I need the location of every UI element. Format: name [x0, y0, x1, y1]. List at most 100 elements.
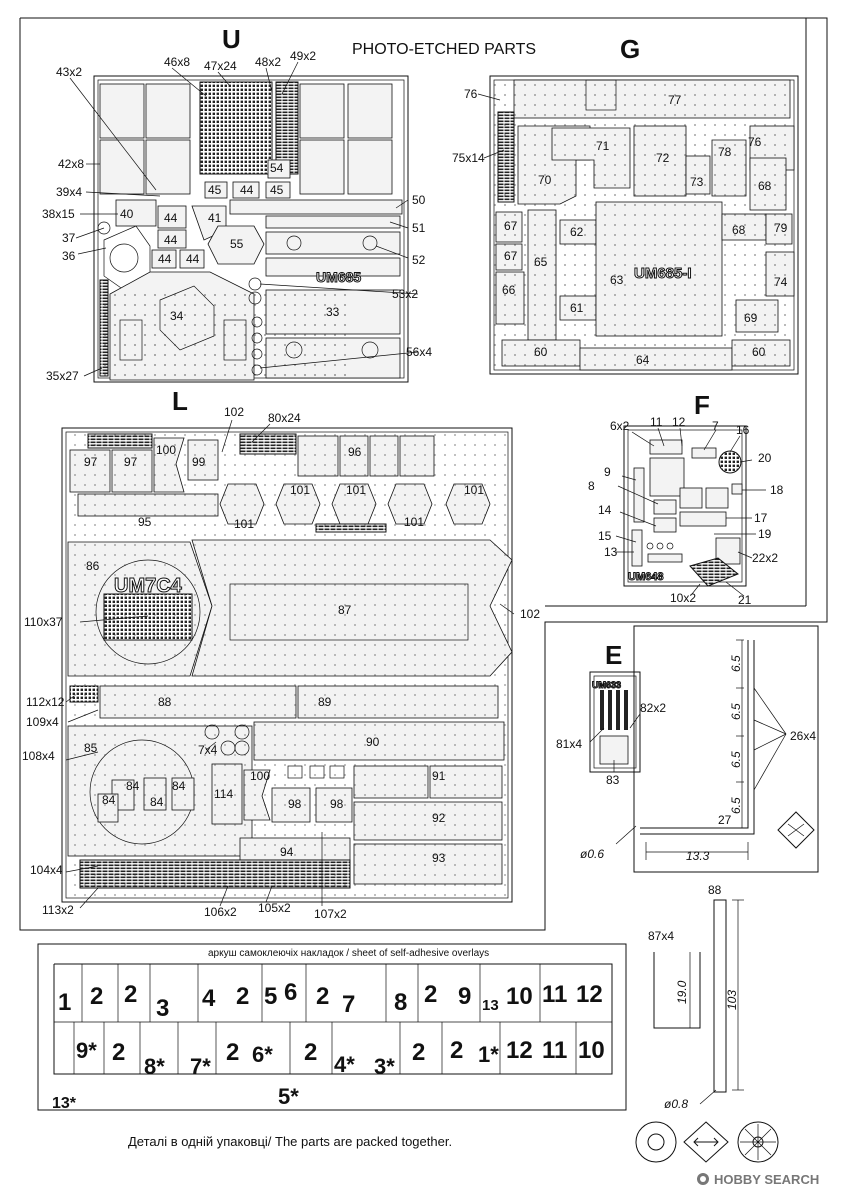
overlay-number: 2 — [304, 1039, 317, 1066]
overlay-number: 8* — [144, 1054, 165, 1079]
dimension-label: 6.5 — [729, 703, 743, 720]
part-label: 100 — [156, 443, 176, 457]
part-label: 90 — [366, 735, 380, 749]
fret-g: UM685-I — [489, 75, 799, 375]
callout-label: 102 — [224, 405, 244, 419]
overlay-number: 6* — [252, 1042, 273, 1067]
part-label: 101 — [346, 483, 366, 497]
part-label: 73 — [690, 175, 704, 189]
overlay-number: 2 — [412, 1039, 425, 1066]
part-label: 87x4 — [648, 929, 674, 943]
part-label: 97 — [124, 455, 138, 469]
callout-label: 76 — [464, 87, 478, 101]
part-label: 34 — [170, 309, 184, 323]
footer-note: Деталі в одній упаковці/ The parts are p… — [128, 1134, 452, 1149]
callout-label: 15 — [598, 529, 612, 543]
overlay-number: 3 — [156, 995, 169, 1022]
part-label: 44 — [164, 211, 178, 225]
fret-l-inner-labels: 97 97 100 99 96 101 101 101 101 101 95 8… — [84, 443, 484, 865]
wire-parts-labels: 88 87x4 19.0 103 ø0.8 — [648, 883, 739, 1111]
part-label: 93 — [432, 851, 446, 865]
part-label: 74 — [774, 275, 788, 289]
callout-label: 6x2 — [610, 419, 630, 433]
section-label-l: L — [172, 386, 188, 416]
callout-label: 37 — [62, 231, 76, 245]
callout-label: 48x2 — [255, 55, 281, 69]
dimension-label: ø0.6 — [580, 847, 604, 861]
callout-label: 106x2 — [204, 905, 237, 919]
dimension-label: 27 — [718, 813, 732, 827]
part-label: 84 — [150, 795, 164, 809]
fret-u-callouts: 43x2 46x8 47x24 48x2 49x2 42x8 39x4 38x1… — [42, 49, 432, 383]
dimension-label: 13.3 — [686, 849, 710, 863]
callout-label: 38x15 — [42, 207, 75, 221]
overlay-number: 4* — [334, 1052, 355, 1077]
fret-e-leaders — [589, 713, 641, 772]
part-label: 94 — [280, 845, 294, 859]
part-label: 67 — [504, 219, 518, 233]
fret-f-leaders — [615, 427, 766, 597]
callout-label: 17 — [754, 511, 768, 525]
part-label: 101 — [404, 515, 424, 529]
part-label: 44 — [158, 252, 172, 266]
fret-f-callouts: 6x2 11 12 7 16 20 9 18 8 17 14 19 15 13 … — [588, 415, 784, 607]
callout-label: 102 — [520, 607, 540, 621]
cut-icon — [777, 811, 815, 849]
callout-label: 11 — [650, 415, 663, 429]
part-label: 33 — [326, 305, 340, 319]
part-label: 92 — [432, 811, 446, 825]
fret-l: UM7C4 — [61, 427, 513, 903]
callout-label: 42x8 — [58, 157, 84, 171]
callout-label: 10x2 — [670, 591, 696, 605]
part-label: 101 — [464, 483, 484, 497]
callout-label: 112x12 — [26, 695, 65, 709]
overlay-number: 2 — [112, 1039, 125, 1066]
section-label-e: E — [605, 640, 622, 670]
callout-label: 46x8 — [164, 55, 190, 69]
part-label: 84 — [126, 779, 140, 793]
overlay-number: 4 — [202, 985, 216, 1012]
fret-mark-um648: UM648 — [628, 571, 663, 583]
overlay-number: 2 — [424, 981, 437, 1008]
part-label: 44 — [164, 233, 178, 247]
fret-mark-um685: UM685 — [316, 269, 361, 285]
dimension-label: 103 — [725, 990, 739, 1010]
overlay-number: 9* — [76, 1038, 97, 1063]
part-label: 87 — [338, 603, 352, 617]
part-label: 55 — [230, 237, 244, 251]
overlay-number: 11 — [542, 981, 567, 1008]
callout-label: 108x4 — [22, 749, 55, 763]
callout-label: 105x2 — [258, 901, 291, 915]
part-label: 85 — [84, 741, 98, 755]
callout-label: 110x37 — [24, 615, 63, 629]
overlay-number: 2 — [236, 983, 249, 1010]
part-label: 62 — [570, 225, 584, 239]
part-label: 44 — [240, 183, 254, 197]
part-label: 45 — [270, 183, 284, 197]
part-label: 98 — [330, 797, 344, 811]
part-label: 60 — [752, 345, 766, 359]
overlay-number: 11 — [542, 1037, 567, 1064]
part-label: 100 — [250, 769, 270, 783]
callout-label: 13 — [604, 545, 618, 559]
callout-label: 51 — [412, 221, 426, 235]
part-label: 79 — [774, 221, 788, 235]
part-label: 41 — [208, 211, 222, 225]
page-title: PHOTO-ETCHED PARTS — [352, 41, 536, 58]
overlay-number: 12 — [506, 1037, 533, 1064]
callout-label: 83 — [606, 773, 620, 787]
part-label: 45 — [208, 183, 222, 197]
callout-label: 81x4 — [556, 737, 582, 751]
part-label: 66 — [502, 283, 516, 297]
fret-f: UM648 — [623, 425, 747, 587]
overlay-number: 2 — [450, 1037, 463, 1064]
overlay-number: 1* — [478, 1042, 499, 1067]
overlay-sheet-title: аркуш самоклеючіх накладок / sheet of se… — [208, 948, 489, 959]
fret-mark-um633: UM633 — [592, 680, 621, 690]
part-label: 60 — [534, 345, 548, 359]
part-label: 114 — [214, 787, 233, 801]
part-label: 101 — [234, 517, 254, 531]
overlay-number: 8 — [394, 989, 407, 1016]
overlay-number: 2 — [124, 981, 137, 1008]
part-label: 88 — [708, 883, 722, 897]
